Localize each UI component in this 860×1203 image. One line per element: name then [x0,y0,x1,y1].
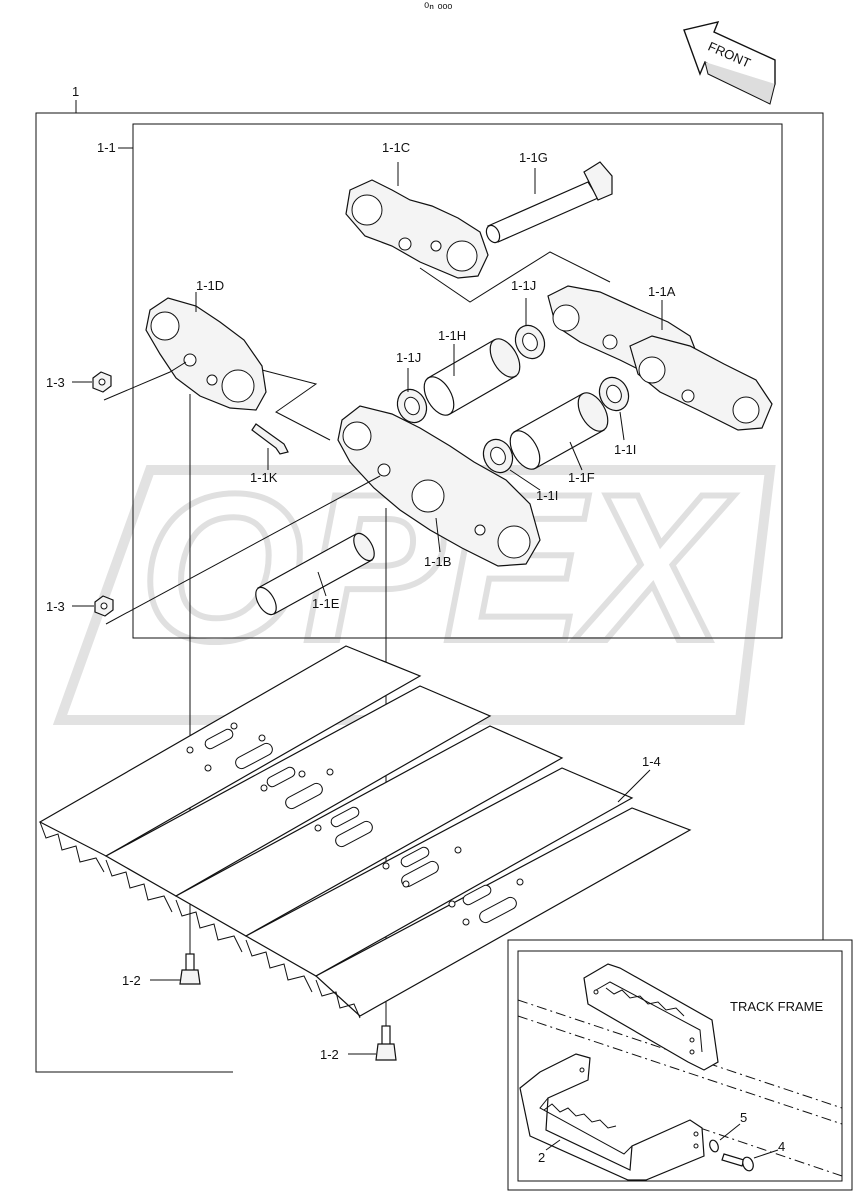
link-1-1C: 1-1C [345,140,489,279]
inset-track-frame: TRACK FRAME 2 5 4 [507,939,853,1191]
connector-line [261,369,331,441]
seal-1-1J-b: 1-1J [396,350,428,424]
nut-1-3-b: 1-3 [46,475,381,625]
step-2: 2 [519,1053,705,1181]
pin-1-1E: 1-1E [255,532,375,616]
callout-1-1A: 1-1A [648,284,676,299]
front-arrow-icon: FRONT [683,21,776,105]
seal-1-1I-b: 1-1I [482,438,558,503]
callout-1-1J-b: 1-1J [396,350,421,365]
callout-1-1I-b: 1-1I [536,488,558,503]
seal-1-1J-a: 1-1J [511,278,546,360]
callout-1-1K: 1-1K [250,470,278,485]
link-1-1A: 1-1A [547,284,773,431]
bushing-1-1F: 1-1F [509,392,609,485]
nut-1-3-a: 1-3 [46,361,187,401]
callout-1: 1 [72,84,79,99]
bolt-4: 4 [721,1139,785,1172]
step-upper [583,963,719,1071]
pin-1-1K: 1-1K [250,423,289,485]
link-1-1B: 1-1B [337,405,541,569]
callout-1-1E: 1-1E [312,596,340,611]
callout-4: 4 [778,1139,785,1154]
track-shoes-1-4: 1-4 [38,645,692,1019]
callout-1-1: 1-1 [97,140,116,155]
top-mark: ⁰ⁿ ᵒᵒᵒ [424,0,452,15]
callout-1-2-b: 1-2 [320,1047,339,1062]
connector-line [419,251,611,303]
shoe-bolt-holes [186,722,524,926]
bolt-1-2-a: 1-2 [122,953,201,988]
callout-2: 2 [538,1150,545,1165]
chain-subassembly-frame: 1-1 [97,123,783,639]
callout-1-1H: 1-1H [438,328,466,343]
washer-5: 5 [709,1110,747,1153]
inset-title: TRACK FRAME [730,999,824,1014]
bolt-1-2-b: 1-2 [320,1025,397,1062]
callout-1-1C: 1-1C [382,140,410,155]
callout-1-2-a: 1-2 [122,973,141,988]
callout-1-1G: 1-1G [519,150,548,165]
callout-1-4: 1-4 [642,754,661,769]
bushing-1-1H: 1-1H [423,328,521,416]
callout-1-3-a: 1-3 [46,375,65,390]
seal-1-1I-a: 1-1I [598,376,636,457]
callout-1-3-b: 1-3 [46,599,65,614]
callout-1-1B: 1-1B [424,554,451,569]
assembly-frame-1: 1 [35,84,824,1073]
link-1-1D: 1-1D [145,278,267,411]
callout-5: 5 [740,1110,747,1125]
callout-1-1J-a: 1-1J [511,278,536,293]
callout-1-1I-a: 1-1I [614,442,636,457]
pin-1-1G: 1-1G [485,150,613,244]
callout-1-1F: 1-1F [568,470,595,485]
callout-1-1D: 1-1D [196,278,224,293]
